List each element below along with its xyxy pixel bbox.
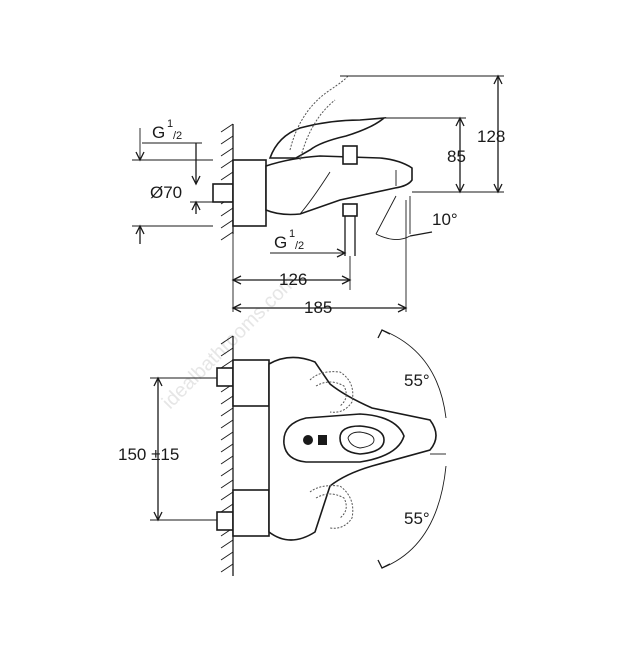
thread-top: G 1 /2 [132, 118, 213, 186]
svg-text:G: G [274, 233, 287, 252]
diameter: Ø70 [132, 183, 213, 244]
upper-escutcheon [232, 359, 270, 407]
svg-text:G: G [152, 123, 165, 142]
height-max-label: 128 [477, 127, 505, 146]
hot-cold-indicator [303, 435, 313, 445]
thread-bottom: G 1 /2 [270, 228, 347, 258]
svg-text:1: 1 [167, 118, 173, 130]
lower-escutcheon [232, 489, 270, 537]
depth-outlet-label: 126 [279, 270, 307, 289]
rotation-up-label: 55° [404, 371, 430, 390]
side-view: 85 128 10° G 1 /2 Ø70 [132, 74, 505, 317]
svg-text:/2: /2 [173, 130, 182, 142]
spout-angle-label: 10° [432, 210, 458, 229]
svg-text:1: 1 [289, 228, 295, 240]
depth-total-label: 185 [304, 298, 332, 317]
wall-connection [212, 183, 234, 203]
escutcheon [232, 159, 267, 227]
rotation-down-label: 55° [404, 509, 430, 528]
front-view: 55° 55° 150 ±15 [118, 329, 447, 576]
diverter-knob [342, 145, 358, 165]
diameter-label: Ø70 [150, 183, 182, 202]
outlet-nut [342, 203, 358, 217]
svg-text:/2: /2 [295, 240, 304, 252]
lower-connection [216, 511, 234, 531]
centres-label: 150 ±15 [118, 445, 179, 464]
wall-hatch-top [220, 123, 234, 241]
height-handle-label: 85 [447, 147, 466, 166]
lever-handle [268, 116, 387, 159]
upper-connection [216, 367, 234, 387]
mixer-body [265, 155, 413, 216]
